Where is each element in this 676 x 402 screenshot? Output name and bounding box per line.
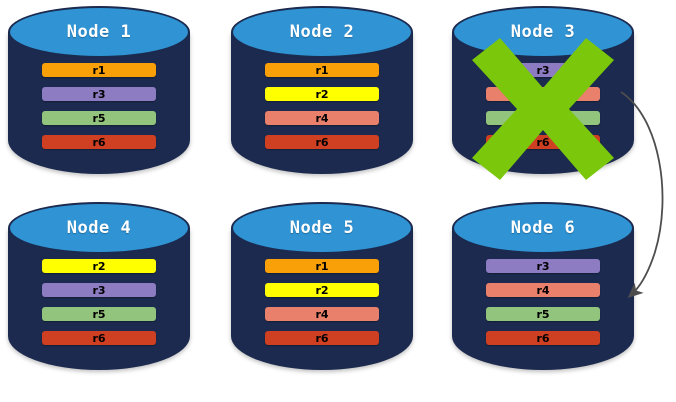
replica-bar[interactable]: r3 <box>486 259 600 273</box>
node-cylinder-4[interactable]: r2 r3 r5 r6 Node 4 <box>8 202 190 388</box>
replica-bar[interactable]: r6 <box>42 135 156 149</box>
cylinder-top: Node 3 <box>452 6 634 58</box>
replica-bar[interactable]: r3 <box>42 87 156 101</box>
replica-list: r2 r3 r5 r6 <box>42 259 156 345</box>
replica-label: r4 <box>315 307 329 321</box>
replica-list: r1 r2 r4 r6 <box>265 259 379 345</box>
replica-label: r2 <box>315 87 329 101</box>
cylinder-top: Node 5 <box>231 202 413 254</box>
replica-list: r1 r2 r4 r6 <box>265 63 379 149</box>
replica-list: r3 r4 r5 r6 <box>486 259 600 345</box>
replica-bar[interactable]: r5 <box>486 307 600 321</box>
node-title: Node 1 <box>66 22 132 42</box>
replica-label: r2 <box>315 283 329 297</box>
node-title: Node 5 <box>289 218 355 238</box>
replica-bar[interactable]: r6 <box>265 135 379 149</box>
node-cylinder-3[interactable]: r3 r4 r5 r6 Node 3 <box>452 6 634 192</box>
replica-bar[interactable]: r2 <box>265 283 379 297</box>
replica-list: r3 r4 r5 r6 <box>486 63 600 149</box>
replica-bar[interactable]: r1 <box>42 63 156 77</box>
replica-label: r3 <box>92 87 106 101</box>
replica-bar[interactable]: r6 <box>486 135 600 149</box>
node-title: Node 2 <box>289 22 355 42</box>
replica-label: r6 <box>92 135 106 149</box>
node-title: Node 4 <box>66 218 132 238</box>
replica-bar[interactable]: r3 <box>42 283 156 297</box>
replica-bar[interactable]: r2 <box>42 259 156 273</box>
replica-bar[interactable]: r6 <box>486 331 600 345</box>
cylinder-top: Node 4 <box>8 202 190 254</box>
replica-label: r6 <box>315 331 329 345</box>
replica-bar[interactable]: r1 <box>265 259 379 273</box>
replica-label: r4 <box>315 111 329 125</box>
node-cylinder-6[interactable]: r3 r4 r5 r6 Node 6 <box>452 202 634 388</box>
node-title: Node 6 <box>510 218 576 238</box>
replica-label: r1 <box>315 259 329 273</box>
cylinder-top: Node 6 <box>452 202 634 254</box>
replica-list: r1 r3 r5 r6 <box>42 63 156 149</box>
node-cylinder-2[interactable]: r1 r2 r4 r6 Node 2 <box>231 6 413 192</box>
replica-label: r3 <box>536 63 550 77</box>
node-cylinder-5[interactable]: r1 r2 r4 r6 Node 5 <box>231 202 413 388</box>
cylinder-top: Node 2 <box>231 6 413 58</box>
replica-bar[interactable]: r3 <box>486 63 600 77</box>
replica-bar[interactable]: r4 <box>486 283 600 297</box>
replica-label: r6 <box>536 331 550 345</box>
replica-label: r6 <box>92 331 106 345</box>
cylinder-top: Node 1 <box>8 6 190 58</box>
replica-label: r5 <box>536 111 550 125</box>
node-cylinder-1[interactable]: r1 r3 r5 r6 Node 1 <box>8 6 190 192</box>
replica-bar[interactable]: r6 <box>265 331 379 345</box>
replica-label: r3 <box>536 259 550 273</box>
replica-bar[interactable]: r2 <box>265 87 379 101</box>
replica-bar[interactable]: r5 <box>486 111 600 125</box>
node-title: Node 3 <box>510 22 576 42</box>
replica-bar[interactable]: r4 <box>265 307 379 321</box>
replica-label: r1 <box>315 63 329 77</box>
replica-label: r5 <box>536 307 550 321</box>
replica-bar[interactable]: r4 <box>486 87 600 101</box>
replica-bar[interactable]: r6 <box>42 331 156 345</box>
replica-bar[interactable]: r1 <box>265 63 379 77</box>
replica-label: r4 <box>536 283 550 297</box>
replica-bar[interactable]: r4 <box>265 111 379 125</box>
replica-label: r5 <box>92 111 106 125</box>
replica-label: r2 <box>92 259 106 273</box>
replica-label: r6 <box>536 135 550 149</box>
replica-label: r3 <box>92 283 106 297</box>
replica-label: r6 <box>315 135 329 149</box>
replica-label: r4 <box>536 87 550 101</box>
replica-label: r1 <box>92 63 106 77</box>
replica-bar[interactable]: r5 <box>42 307 156 321</box>
replica-bar[interactable]: r5 <box>42 111 156 125</box>
replica-label: r5 <box>92 307 106 321</box>
